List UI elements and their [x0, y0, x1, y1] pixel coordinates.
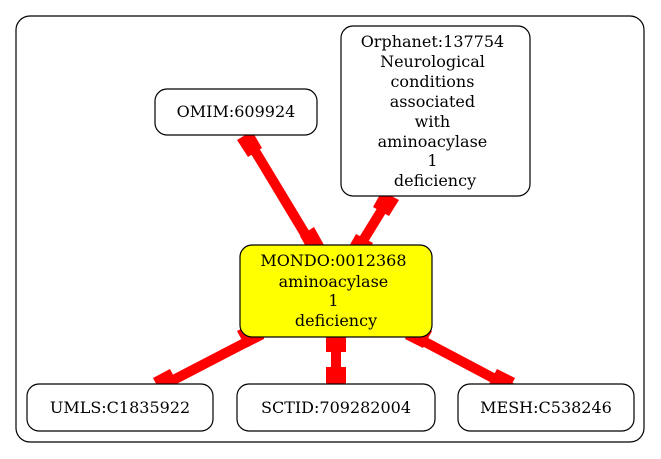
node-mondo-center[interactable]: MONDO:0012368 aminoacylase 1 deficiency — [239, 244, 433, 338]
omim-node-box — [154, 88, 318, 136]
sctid-node-box — [236, 383, 436, 432]
orphanet-node-label: Orphanet:137754 Neurological conditions … — [361, 32, 510, 190]
edge-center-sctid — [326, 331, 346, 388]
center-node-label: MONDO:0012368 aminoacylase 1 deficiency — [260, 251, 411, 330]
node-umls[interactable]: UMLS:C1835922 — [26, 383, 214, 432]
sctid-node-label: SCTID:709282004 — [261, 398, 411, 417]
umls-node-box — [26, 383, 214, 432]
umls-node-label: UMLS:C1835922 — [50, 398, 190, 417]
orphanet-node-box — [340, 25, 531, 197]
node-omim[interactable]: OMIM:609924 — [154, 88, 318, 136]
edge-omim-center — [237, 131, 324, 255]
center-node-box — [239, 244, 433, 338]
omim-node-label: OMIM:609924 — [177, 102, 296, 121]
node-orphanet[interactable]: Orphanet:137754 Neurological conditions … — [340, 25, 531, 197]
node-mesh[interactable]: MESH:C538246 — [457, 383, 635, 432]
node-sctid[interactable]: SCTID:709282004 — [236, 383, 436, 432]
mesh-node-box — [457, 383, 635, 432]
graph-frame — [15, 15, 645, 443]
mesh-node-label: MESH:C538246 — [480, 398, 612, 417]
